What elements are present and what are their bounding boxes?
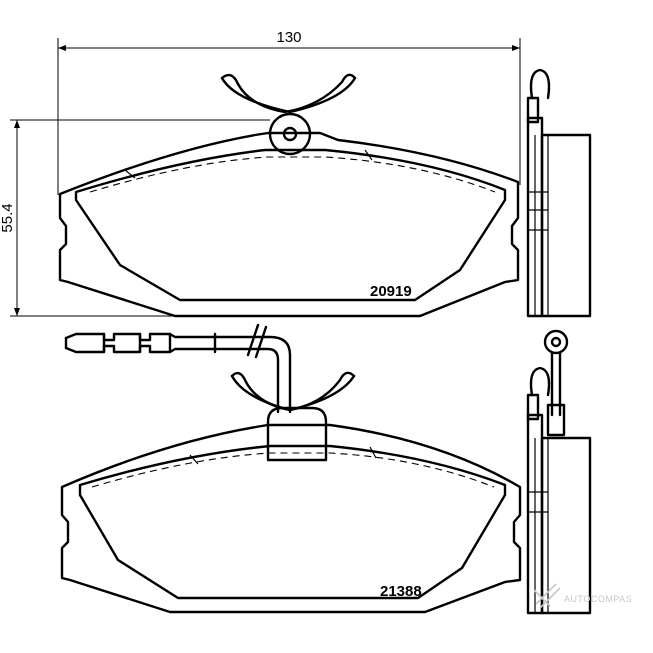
wear-sensor-wire (64, 323, 292, 414)
width-dimension: 130 (57, 29, 521, 195)
watermark-text: AUTOCOMPAS (564, 594, 632, 604)
bottom-pad-side-view (526, 329, 592, 615)
watermark-logo-icon (533, 583, 561, 609)
bottom-part-number: 21388 (380, 583, 422, 600)
top-pad-side-view (526, 68, 592, 318)
bottom-pad-front-view: 21388 (60, 371, 522, 614)
width-label: 130 (276, 29, 301, 46)
top-part-number: 20919 (370, 283, 412, 300)
top-pad-front-view: 20919 (58, 73, 520, 318)
height-dimension: 55.4 (0, 119, 420, 317)
height-label: 55.4 (0, 203, 16, 232)
watermark: AUTOCOMPAS (533, 583, 632, 609)
